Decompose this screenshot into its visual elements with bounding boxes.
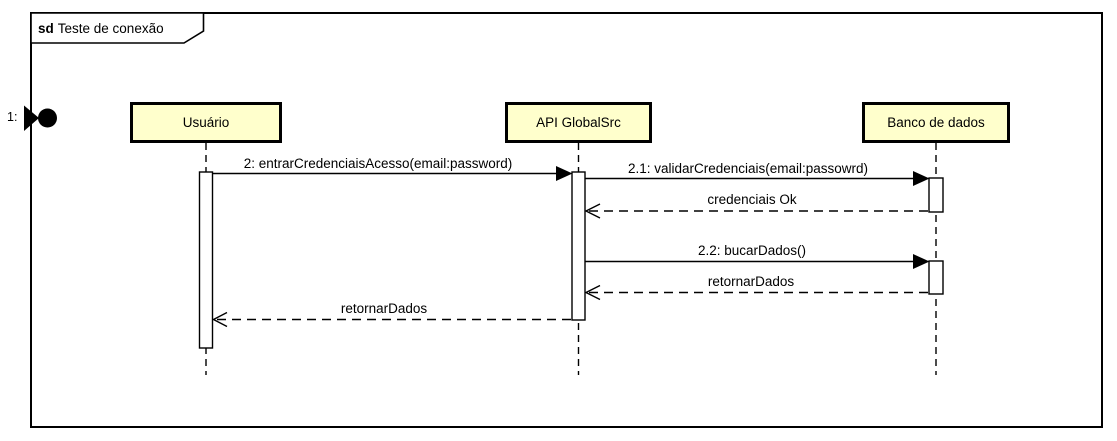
activation-usuario [198,171,214,349]
message-arrowhead-6 [211,311,228,328]
frame-title-tab [30,12,205,44]
activation-api-globalsrc [571,171,586,321]
message-arrowhead-4 [913,254,930,269]
message-label-6: retornarDados [340,301,428,316]
found-message-label: 1: [7,110,18,124]
frame-border [30,12,1103,428]
message-arrowhead-1 [556,166,573,181]
message-arrowhead-3 [584,203,601,219]
message-label-3: credenciais Ok [707,192,797,207]
found-message-endpoint-icon [38,108,57,128]
lifeline-name: Banco de dados [887,115,985,130]
lifeline-head-api-globalsrc: API GlobalSrc [505,102,652,143]
frame-keyword: sd [38,21,54,36]
message-label-4: 2.2: bucarDados() [697,243,807,258]
lifeline-name: API GlobalSrc [536,115,621,130]
message-label-1: 2: entrarCredenciaisAcesso(email:passwor… [243,156,513,171]
lifeline-head-usuario: Usuário [130,102,282,143]
frame-title-text: Teste de conexão [57,21,164,36]
activation-banco-1 [928,177,944,213]
message-arrowhead-5 [584,284,601,301]
lifeline-head-banco-de-dados: Banco de dados [862,102,1010,143]
message-label-2: 2.1: validarCredenciais(email:passowrd) [627,161,869,176]
activation-banco-2 [928,260,944,295]
found-message-arrow-icon [24,105,39,131]
lifeline-name: Usuário [182,115,230,130]
message-label-5: retornarDados [707,274,795,289]
message-arrowhead-2 [913,171,930,186]
